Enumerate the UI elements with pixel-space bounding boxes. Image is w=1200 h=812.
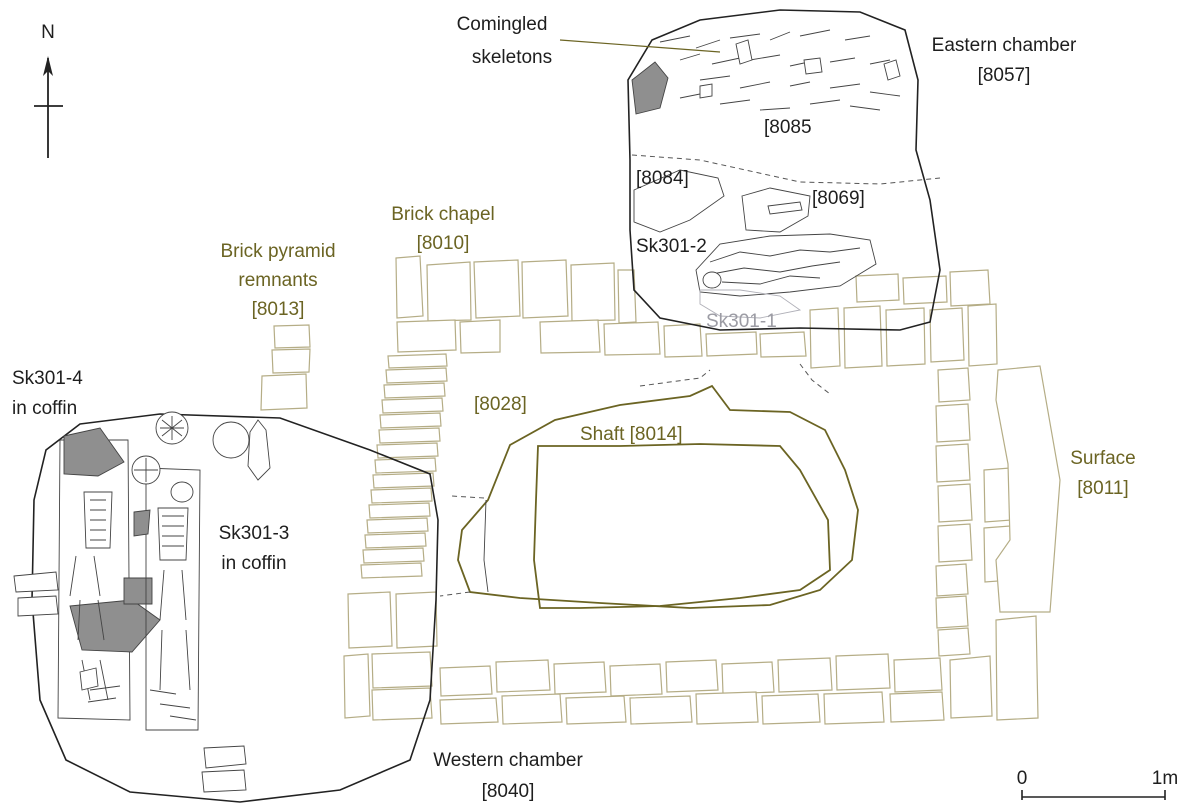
context-8028-label: [8028] (474, 394, 527, 415)
scale-end-label: 1m (1152, 768, 1178, 789)
brick-pyramid-label-line3: [8013] (252, 299, 305, 320)
sk301-4-coffin (57, 427, 161, 721)
brick-chapel-bricks (343, 255, 1061, 725)
sk301-2-label: Sk301-2 (636, 236, 707, 257)
sk301-1-skeleton (699, 289, 802, 319)
western-chamber-fragments (87, 685, 197, 721)
context-8084-cut (633, 169, 725, 233)
sk301-3-label-line1: Sk301-3 (219, 523, 290, 544)
sk301-3-coffin (133, 467, 201, 731)
western-chamber-label-line2: [8040] (482, 781, 535, 802)
eastern-chamber-outline (627, 9, 941, 331)
shaft-label: Shaft [8014] (580, 424, 682, 445)
comingled-label-line1: Comingled (457, 14, 548, 35)
scale-bar (1021, 790, 1166, 800)
sk301-3-label-line2: in coffin (221, 553, 286, 574)
surface-label-line1: Surface (1070, 448, 1135, 469)
brick-pyramid-remnants (260, 324, 311, 411)
sk301-4-label-line1: Sk301-4 (12, 368, 83, 389)
context-8069-label: [8069] (812, 188, 865, 209)
north-arrow-icon (34, 56, 63, 158)
brick-chapel-label-line1: Brick chapel (391, 204, 495, 225)
surface-label-line2: [8011] (1077, 478, 1128, 499)
context-8085-label: [8085 (764, 117, 812, 138)
eastern-chamber-label-line1: Eastern chamber (932, 35, 1077, 56)
context-8084-label: [8084] (636, 168, 689, 189)
brick-chapel-label-line2: [8010] (417, 233, 470, 254)
shaft-edge-dashes (439, 363, 831, 597)
western-chamber-vessels (13, 411, 271, 793)
comingled-leader-line (559, 39, 721, 53)
comingled-label-line2: skeletons (472, 47, 552, 68)
shaft-outline (457, 384, 859, 609)
sk301-2-skeleton (695, 233, 877, 297)
brick-pyramid-label-line1: Brick pyramid (220, 241, 335, 262)
north-label: N (41, 22, 55, 43)
context-8069-cut (741, 187, 811, 233)
scale-start-label: 0 (1017, 768, 1028, 789)
sk301-1-label: Sk301-1 (706, 311, 777, 332)
western-chamber-label-line1: Western chamber (433, 750, 583, 771)
comingled-skeleton-fragments (631, 29, 901, 115)
sk301-4-label-line2: in coffin (12, 398, 77, 419)
eastern-chamber-label-line2: [8057] (978, 65, 1031, 86)
brick-pyramid-label-line2: remnants (238, 270, 317, 291)
